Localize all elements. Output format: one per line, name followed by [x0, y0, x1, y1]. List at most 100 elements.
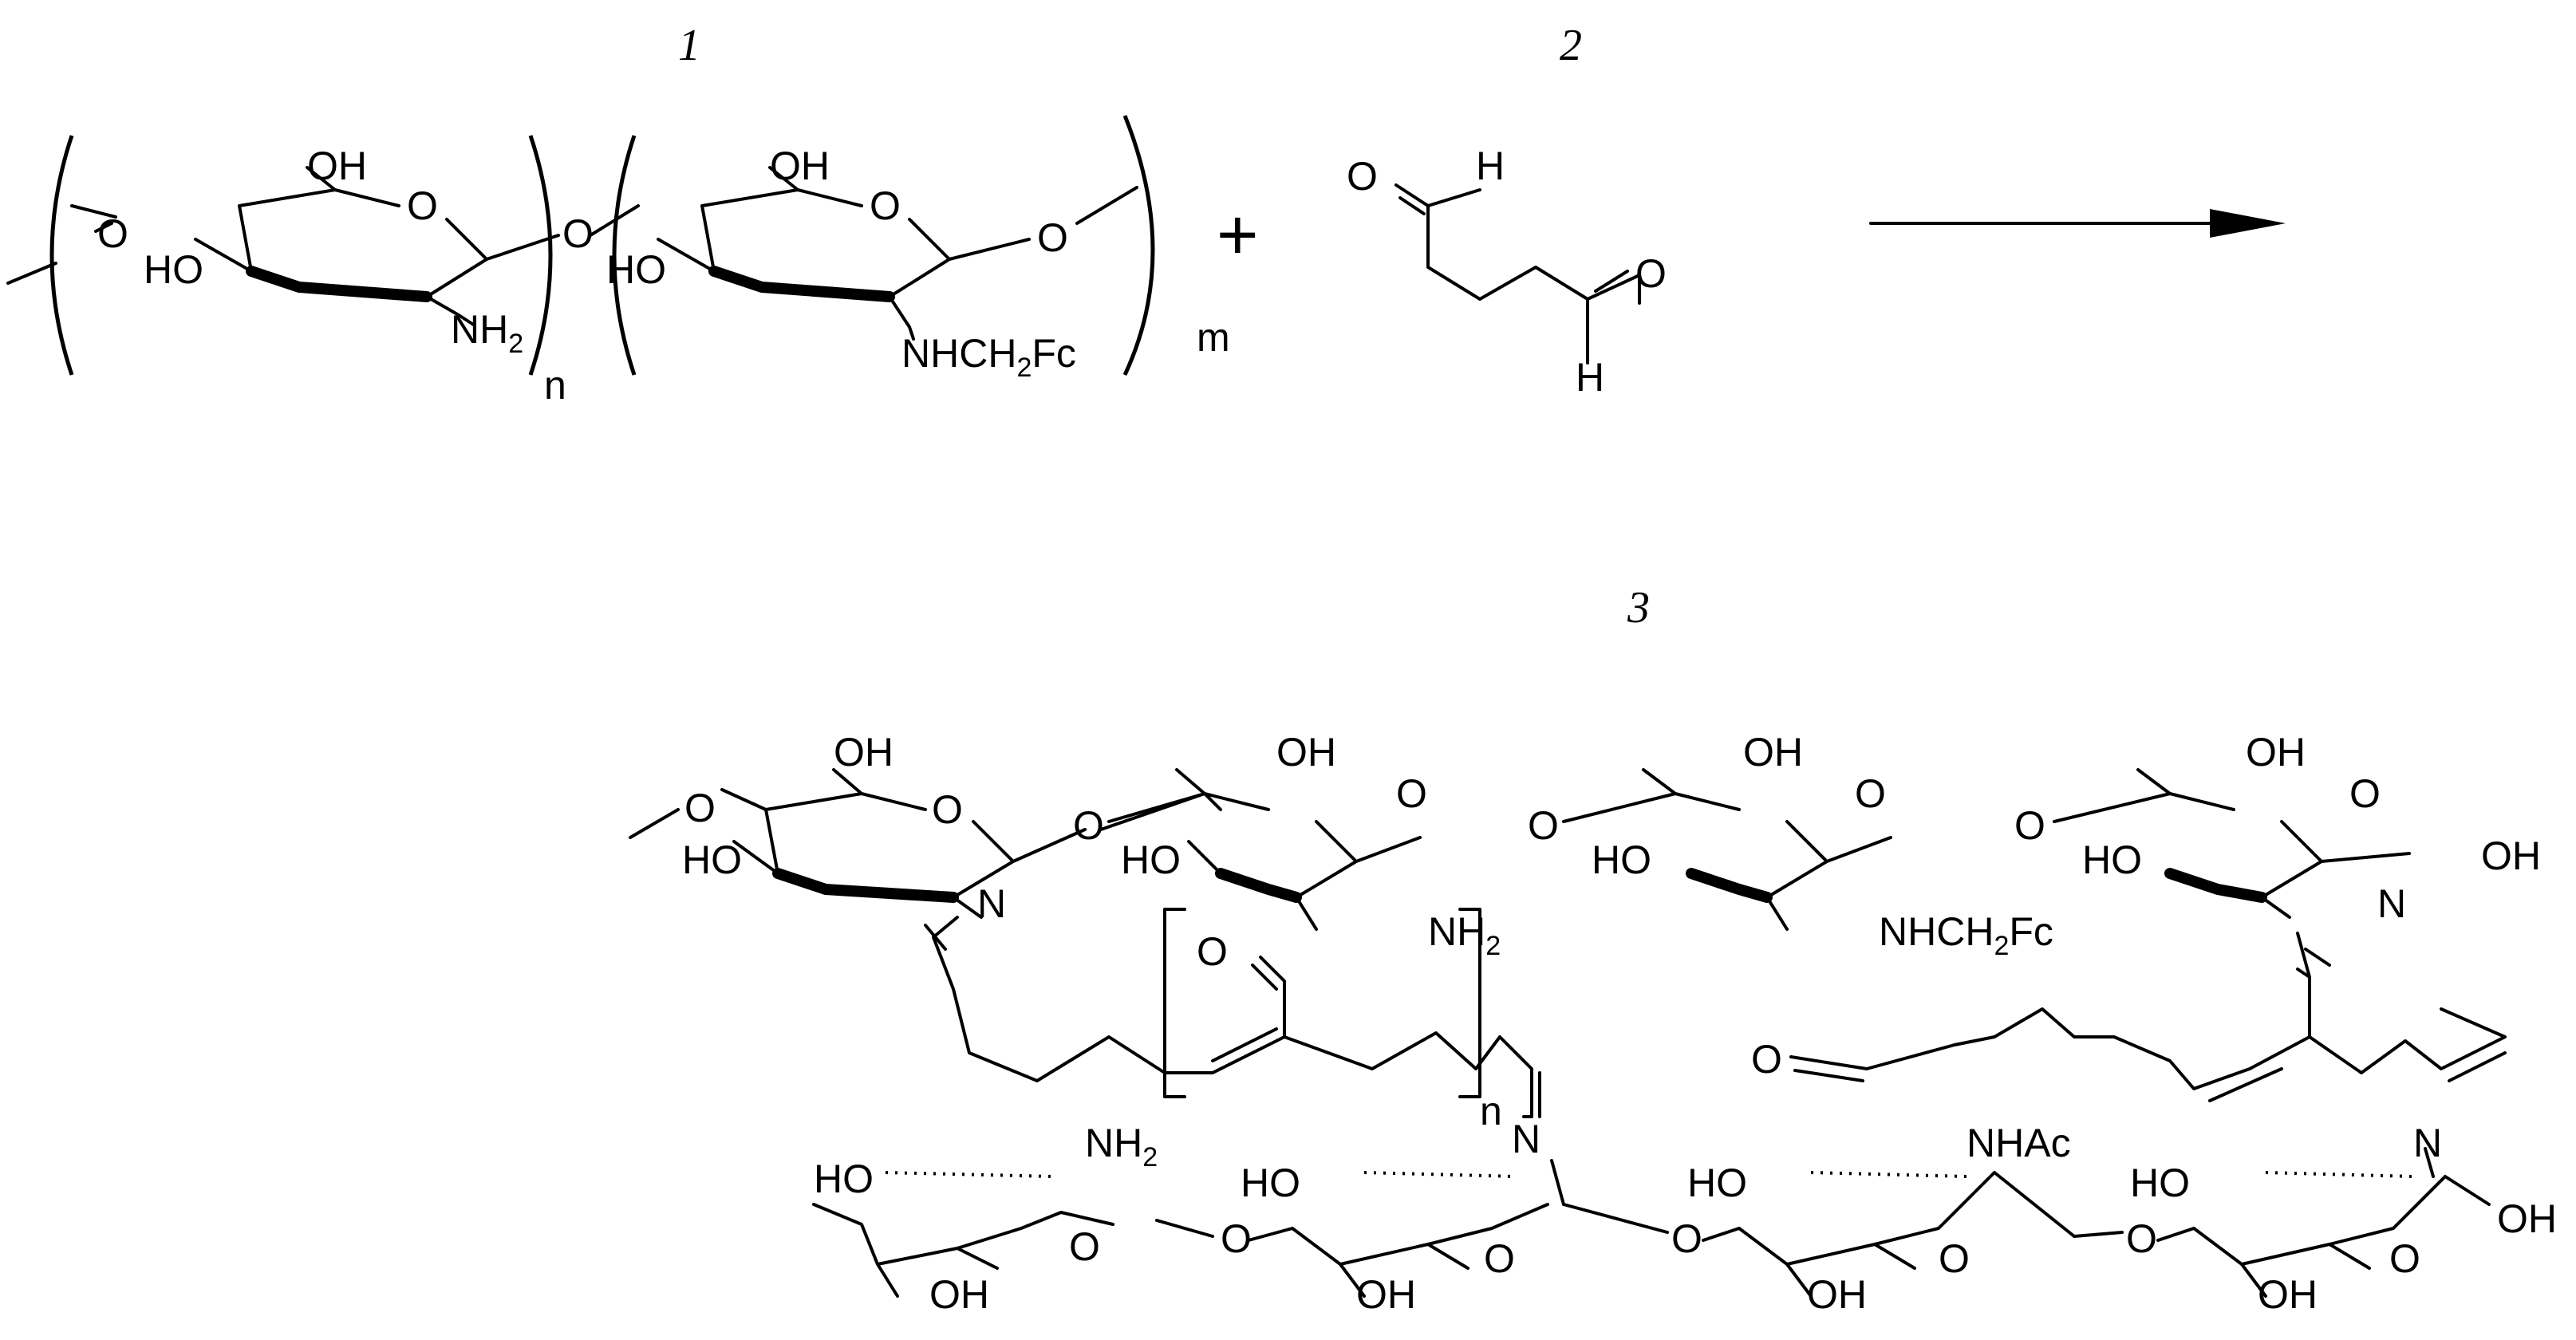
reactant-1-ring-a [194, 188, 488, 298]
product-top-u1-ring [732, 768, 1087, 919]
product-top-u1-n: N [977, 881, 1006, 926]
product-top-u4-ring-o: O [2349, 771, 2381, 816]
product-top-u4-ring [2053, 768, 2411, 919]
product-top-u1-ho: HO [682, 838, 742, 882]
product-bottom-u3-hash [1810, 1171, 1967, 1178]
compound-label-1: 1 [678, 21, 700, 70]
product-top-u3-subst: NHCH2Fc [1879, 909, 2053, 961]
product-top-u2-oh: OH [1276, 730, 1336, 774]
product-bottom-u1-ring-o: O [1069, 1224, 1100, 1269]
reactant-1-b-ring-o2: O [1037, 215, 1068, 260]
product-bottom-u4-ring-o: O [2389, 1236, 2420, 1281]
reactant-2-double-bond-top [1398, 196, 1426, 215]
compound-label-3: 3 [1627, 583, 1650, 633]
product-top-link1-o: O [1073, 803, 1104, 848]
product-bottom-u2-ho: HO [1241, 1161, 1300, 1205]
reaction-arrow [1869, 209, 2286, 238]
product-top-link3-o: O [2014, 803, 2045, 848]
product-bridge-right [1865, 932, 2507, 1090]
product-bridge-repeat-n: n [1480, 1089, 1502, 1133]
product-bottom-u1-oh: OH [929, 1272, 989, 1317]
product-bottom-u4-hash [2265, 1171, 2414, 1178]
reactant-1-a-ho: HO [144, 247, 203, 292]
reactant-1-ring-b [657, 188, 951, 298]
reactant-1-paren-right-a [528, 135, 553, 376]
product-bottom-u2-hash [1363, 1171, 1517, 1178]
product-bottom-link3-o: O [2126, 1216, 2157, 1261]
reactant-1-ring-a-wedge [246, 266, 432, 302]
reactant-2-chain [1395, 183, 1641, 365]
product-top-u4-ho: HO [2082, 838, 2142, 882]
product-bottom-u2-oh: OH [1356, 1272, 1416, 1317]
product-bottom-u3-subst: NHAc [1967, 1121, 2071, 1165]
product-top-u3-ring-o: O [1855, 771, 1886, 816]
product-bottom-u1-ho: HO [814, 1157, 874, 1201]
reactant-1-a-amine: NH2 [451, 307, 523, 359]
reactant-2-o-bottom: O [1635, 251, 1667, 296]
reactant-1-a-oh: OH [307, 144, 367, 188]
reactant-1-paren-right-b [1122, 115, 1155, 376]
product-bottom-u3-ho: HO [1687, 1161, 1747, 1205]
reactant-1-bond [6, 204, 117, 285]
product-bridge-to-n [1498, 1035, 1541, 1118]
product-bottom-u4-oh: OH [2258, 1272, 2318, 1317]
product-bottom-u2-ring [1291, 1159, 1565, 1298]
product-bottom-link2-o: O [1671, 1216, 1702, 1261]
product-top-u1-chain-o: O [684, 786, 716, 830]
product-3-structure: O OH O HO N O OH O HO NH2 O OH O HO NHCH… [629, 730, 2557, 1317]
reactant-1-repeat-m: m [1197, 315, 1230, 360]
reactant-1-chain-o: O [97, 211, 128, 256]
product-bottom-u3-oh: OH [1807, 1272, 1867, 1317]
product-top-u1-wedge [772, 868, 959, 903]
product-top-u3-oh: OH [1743, 730, 1803, 774]
product-bottom-u1-ring [812, 1203, 1114, 1298]
reactant-1-ring-b-wedge [708, 266, 895, 302]
product-bottom-link2-bond [1562, 1203, 1741, 1242]
product-bridge-aldehyde [1251, 956, 1286, 1038]
product-top-u4-n: N [2377, 881, 2406, 926]
product-top-u2-ring-o: O [1396, 771, 1427, 816]
reactant-2-o-top: O [1347, 154, 1378, 199]
product-bottom-u4-ho: HO [2130, 1161, 2190, 1205]
reactant-1-a-ring-o: O [407, 183, 438, 228]
reactant-1-ring-a-substituents [306, 166, 560, 327]
compound-label-2: 2 [1560, 21, 1582, 70]
reactant-2-h-top: H [1476, 144, 1505, 188]
product-top-u3-ho: HO [1592, 838, 1651, 882]
product-top-u2-amine: NH2 [1428, 909, 1501, 961]
product-top-link2-o: O [1528, 803, 1559, 848]
product-bottom-u4-end-oh: OH [2497, 1196, 2557, 1241]
product-bottom-link1-o: O [1221, 1216, 1252, 1261]
product-bottom-u1-hash [885, 1171, 1054, 1178]
reactant-1-b-oh: OH [770, 144, 830, 188]
plus-sign: + [1217, 195, 1259, 275]
product-bridge-bracket [1163, 908, 1481, 1098]
product-bridge-n-mid: N [1512, 1117, 1540, 1161]
reactant-1-b-subst: NHCH2Fc [901, 331, 1076, 383]
product-bottom-u3-ring [1738, 1171, 2076, 1298]
product-bridge-right-aldehyde [1789, 1055, 1868, 1082]
product-bridge-o-right: O [1751, 1037, 1782, 1082]
product-top-u4-wedge [2164, 868, 2267, 903]
product-top-u1-oh: OH [834, 730, 894, 774]
product-top-chain-start [629, 788, 767, 839]
product-bottom-u4-ring [2192, 1147, 2491, 1298]
reactant-1-b-ho: HO [606, 247, 666, 292]
reactant-1-b-ring-o: O [870, 183, 901, 228]
reactant-1-paren-left-b [612, 135, 637, 376]
reactant-2-structure: O H O H [1347, 144, 1667, 400]
product-top-u2-ring [1099, 768, 1422, 931]
product-top-u2-ho: HO [1121, 838, 1181, 882]
reactant-2-double-bond-bottom [1594, 270, 1629, 293]
reactant-1-paren-left-a [49, 135, 74, 376]
product-bottom-u3-ring-o: O [1939, 1236, 1970, 1281]
product-bridge-left-double [924, 924, 1278, 1062]
product-bridge-right-double [2208, 948, 2507, 1102]
product-bridge-o-left: O [1197, 929, 1228, 974]
reactant-2-h-bottom: H [1576, 355, 1604, 400]
product-top-u4-end-oh: OH [2481, 834, 2541, 878]
reactant-1-repeat-n: n [544, 363, 566, 408]
product-bottom-u2-ring-o: O [1484, 1236, 1515, 1281]
product-top-u3-ring [1562, 768, 1892, 931]
